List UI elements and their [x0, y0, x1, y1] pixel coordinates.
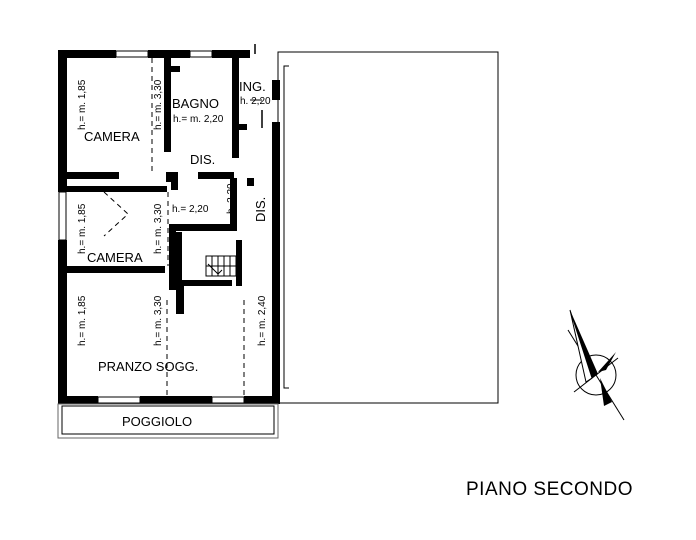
- height-label-dis-right-lower: h.= m. 2,40: [257, 295, 268, 346]
- outer-walls: [58, 50, 280, 404]
- room-label-poggiolo: POGGIOLO: [122, 414, 192, 429]
- height-change-lines: [103, 58, 245, 396]
- height-label-dis-right-upper: h. 2,20: [226, 183, 237, 214]
- room-label-dis-upper: DIS.: [190, 152, 215, 167]
- height-label-pranzo-left: h.= m. 1,85: [77, 295, 88, 346]
- room-label-camera-mid: CAMERA: [87, 250, 143, 265]
- room-label-camera-top: CAMERA: [84, 129, 140, 144]
- room-label-ingresso: ING.: [239, 79, 266, 94]
- room-label-dis-right: DIS.: [253, 197, 268, 222]
- room-label-bagno: BAGNO: [172, 96, 219, 111]
- height-label-camera-mid-left: h.= m. 1,85: [77, 203, 88, 254]
- height-label-dis-center: h.= 2,20: [172, 204, 209, 215]
- height-label-camera-top-right: h.= m. 3,30: [153, 79, 164, 130]
- compass-north-arrow-icon: [567, 309, 625, 421]
- room-label-pranzo: PRANZO SOGG.: [98, 359, 198, 374]
- height-label-ingresso: h. 2,20: [240, 96, 271, 107]
- interior-walls: [67, 58, 254, 314]
- poggiolo-balcony: [57, 403, 279, 439]
- height-label-pranzo-right: h.= m. 3,30: [153, 295, 164, 346]
- entrance-door: [250, 44, 263, 128]
- plan-title: PIANO SECONDO: [466, 479, 633, 500]
- height-label-bagno: h.= m. 2,20: [173, 114, 224, 125]
- height-label-camera-mid-right: h.= m. 3,30: [153, 203, 164, 254]
- stairs-icon: [205, 255, 237, 277]
- height-label-camera-top-left: h.= m. 1,85: [77, 79, 88, 130]
- adjacent-terrace-outline: [277, 51, 499, 404]
